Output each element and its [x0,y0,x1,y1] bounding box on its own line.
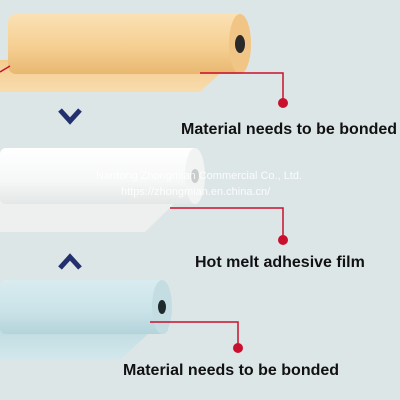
bottom-leader-line [150,321,243,353]
bottom-material-roll [0,280,172,360]
watermark-company: Nantong Zhongmian Commercial Co., Ltd. [96,170,303,182]
bottom-material-label: Material needs to be bonded [123,362,340,379]
roll-core [235,35,245,53]
middle-leader-line [170,207,288,245]
top-material-label: Material needs to be bonded [181,121,398,138]
adhesive-film-roll [0,148,205,232]
watermark-url: https://zhongmian.en.china.cn/ [121,186,271,198]
chevron-up-icon [58,253,82,270]
chevron-down-icon [58,108,82,125]
adhesive-film-label: Hot melt adhesive film [195,254,365,271]
top-leader-line [0,65,288,108]
roll-core [158,300,166,314]
top-material-roll [0,14,251,92]
roll-core [191,169,199,183]
